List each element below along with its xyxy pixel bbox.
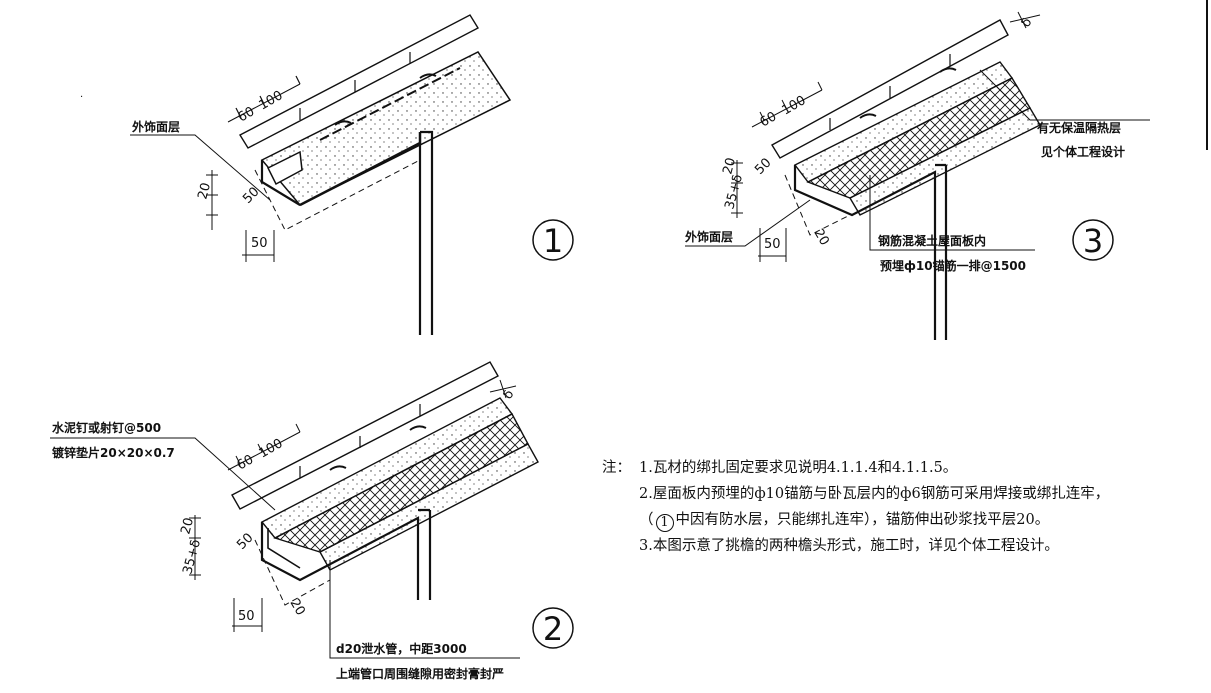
note-row-2: 2.屋面板内预埋的ф10锚筋与卧瓦层内的ф6钢筋可采用焊接或绑扎连牢， [602, 481, 1109, 507]
note-row-1: 注： 1.瓦材的绑扎固定要求见说明4.1.1.4和4.1.1.5。 [602, 455, 1109, 481]
detail-3-dim-100: 100 [780, 93, 809, 118]
detail-3-dim-50b: 50 [764, 237, 781, 252]
detail-1-wall [418, 130, 434, 335]
detail-2-drain-label-2: 上端管口周围缝隙用密封膏封严 [336, 666, 504, 681]
detail-1-number-circle [532, 219, 574, 261]
detail-1-dim-60: 60 [236, 104, 258, 125]
detail-3-number-circle [1072, 219, 1114, 261]
detail-1-dim-20: 20 [195, 181, 214, 201]
detail-1-slab [260, 51, 512, 206]
note-circle-ref: 1 [655, 514, 674, 532]
detail-3-insul-label-1: 有无保温隔热层 [1037, 120, 1121, 135]
note-item-2-cont-before: （ [639, 512, 654, 528]
detail-3-drawing [685, 11, 1150, 340]
stray-mark: · [80, 92, 83, 103]
detail-3-rebar-leader [869, 175, 1035, 251]
note-item-2: 2.屋面板内预埋的ф10锚筋与卧瓦层内的ф6钢筋可采用焊接或绑扎连牢， [639, 486, 1110, 502]
detail-2-dim-35: 35+δ [180, 538, 204, 576]
detail-1-dim-50a: 50 [240, 185, 262, 207]
detail-2-drain-label-1: d20泄水管，中距3000 [336, 641, 467, 656]
detail-1-finish-leader [130, 134, 271, 201]
detail-3-dim-35: 35+δ [722, 173, 746, 211]
note-item-1: 1.瓦材的绑扎固定要求见说明4.1.1.4和4.1.1.5。 [639, 460, 958, 476]
detail-3-insul-label-2: 见个体工程设计 [1041, 144, 1125, 159]
detail-2-drawing [50, 361, 539, 659]
detail-3-slab [849, 107, 1041, 216]
detail-1-number: 1 [543, 222, 563, 260]
note-row-3: 3.本图示意了挑檐的两种檐头形式，施工时，详见个体工程设计。 [602, 533, 1109, 559]
detail-3-dim-60: 60 [758, 109, 780, 130]
detail-2-drain-leader [329, 560, 520, 659]
detail-3-finish-label: 外饰面层 [685, 229, 733, 244]
note-item-3: 3.本图示意了挑檐的两种檐头形式，施工时，详见个体工程设计。 [639, 538, 1059, 554]
note-item-2-cont-after: 中因有防水层，只能绑扎连牢），锚筋伸出砂浆找平层20。 [675, 512, 1050, 528]
detail-2-dim-delta: δ [500, 388, 517, 402]
detail-3-insul-leader [979, 69, 1150, 121]
notes-prefix: 注： [602, 460, 631, 476]
detail-1-drawing [130, 14, 512, 335]
detail-3-dim-20b: 20 [811, 227, 832, 249]
detail-2-dim-20a: 20 [178, 516, 197, 536]
notes-block: 注： 1.瓦材的绑扎固定要求见说明4.1.1.4和4.1.1.5。 2.屋面板内预… [602, 455, 1109, 559]
detail-3-wall [793, 163, 948, 340]
detail-2-nail-label-1: 水泥钉或射钉@500 [52, 420, 161, 435]
detail-1-finish-label: 外饰面层 [132, 119, 180, 134]
detail-2-wall [260, 508, 432, 600]
detail-2-slab [319, 443, 539, 571]
detail-2-number: 2 [543, 610, 563, 648]
detail-2-dim-60: 60 [235, 452, 257, 473]
detail-2-nail-label-2: 镀锌垫片20×20×0.7 [52, 445, 175, 460]
detail-3-rebar-label-2: 预埋ф10锚筋一排@1500 [880, 258, 1026, 273]
detail-2-dim-50b: 50 [238, 609, 255, 624]
detail-1-dim-50b: 50 [251, 236, 268, 251]
detail-3-rebar-label-1: 钢筋混凝土屋面板内 [878, 233, 986, 248]
detail-3-number: 3 [1083, 222, 1103, 260]
detail-1-dim-100: 100 [257, 88, 286, 113]
detail-2-nail-leader [50, 437, 276, 511]
detail-3-dim-50a: 50 [752, 156, 774, 178]
detail-3-dim-20a: 20 [720, 156, 739, 176]
detail-2-number-circle [532, 607, 574, 649]
detail-2-dim-20b: 20 [287, 597, 308, 619]
detail-2-dim-50a: 50 [234, 531, 256, 553]
detail-2-dim-100: 100 [257, 436, 286, 461]
detail-3-finish-leader [685, 199, 811, 247]
